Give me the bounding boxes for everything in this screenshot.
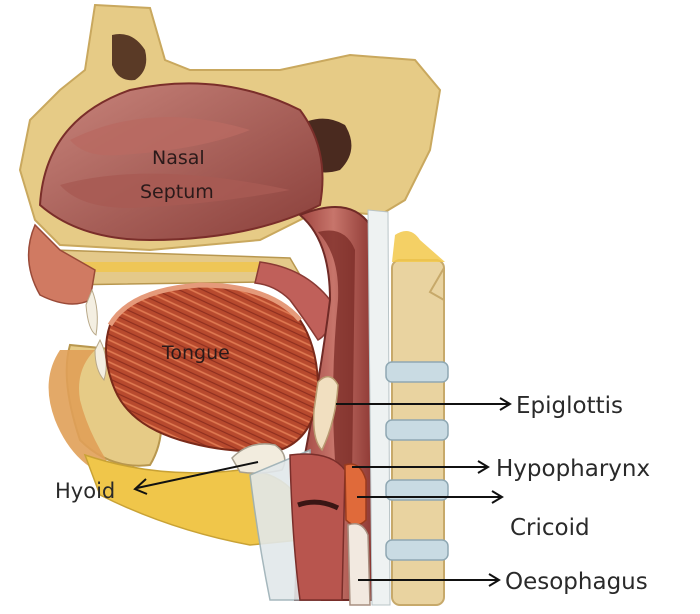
oesophagus	[348, 524, 370, 605]
epiglottis-label: Epiglottis	[516, 393, 623, 419]
nasal-septum-label-line1: Nasal	[152, 147, 205, 169]
vertebral-disc	[386, 540, 448, 560]
cricoid-label: Cricoid	[510, 515, 590, 541]
hypopharynx-label: Hypopharynx	[496, 456, 650, 482]
vertebral-disc	[386, 420, 448, 440]
vertebral-disc	[386, 362, 448, 382]
nasal-septum-label-line2: Septum	[140, 181, 214, 203]
hyoid-label: Hyoid	[55, 479, 115, 503]
cervical-spine	[386, 260, 448, 605]
posterior-neck-fat	[392, 231, 445, 262]
cricoid-cartilage	[345, 464, 366, 525]
larynx-airway	[290, 454, 345, 600]
oesophagus-label: Oesophagus	[505, 569, 648, 595]
tongue-label: Tongue	[161, 342, 230, 364]
